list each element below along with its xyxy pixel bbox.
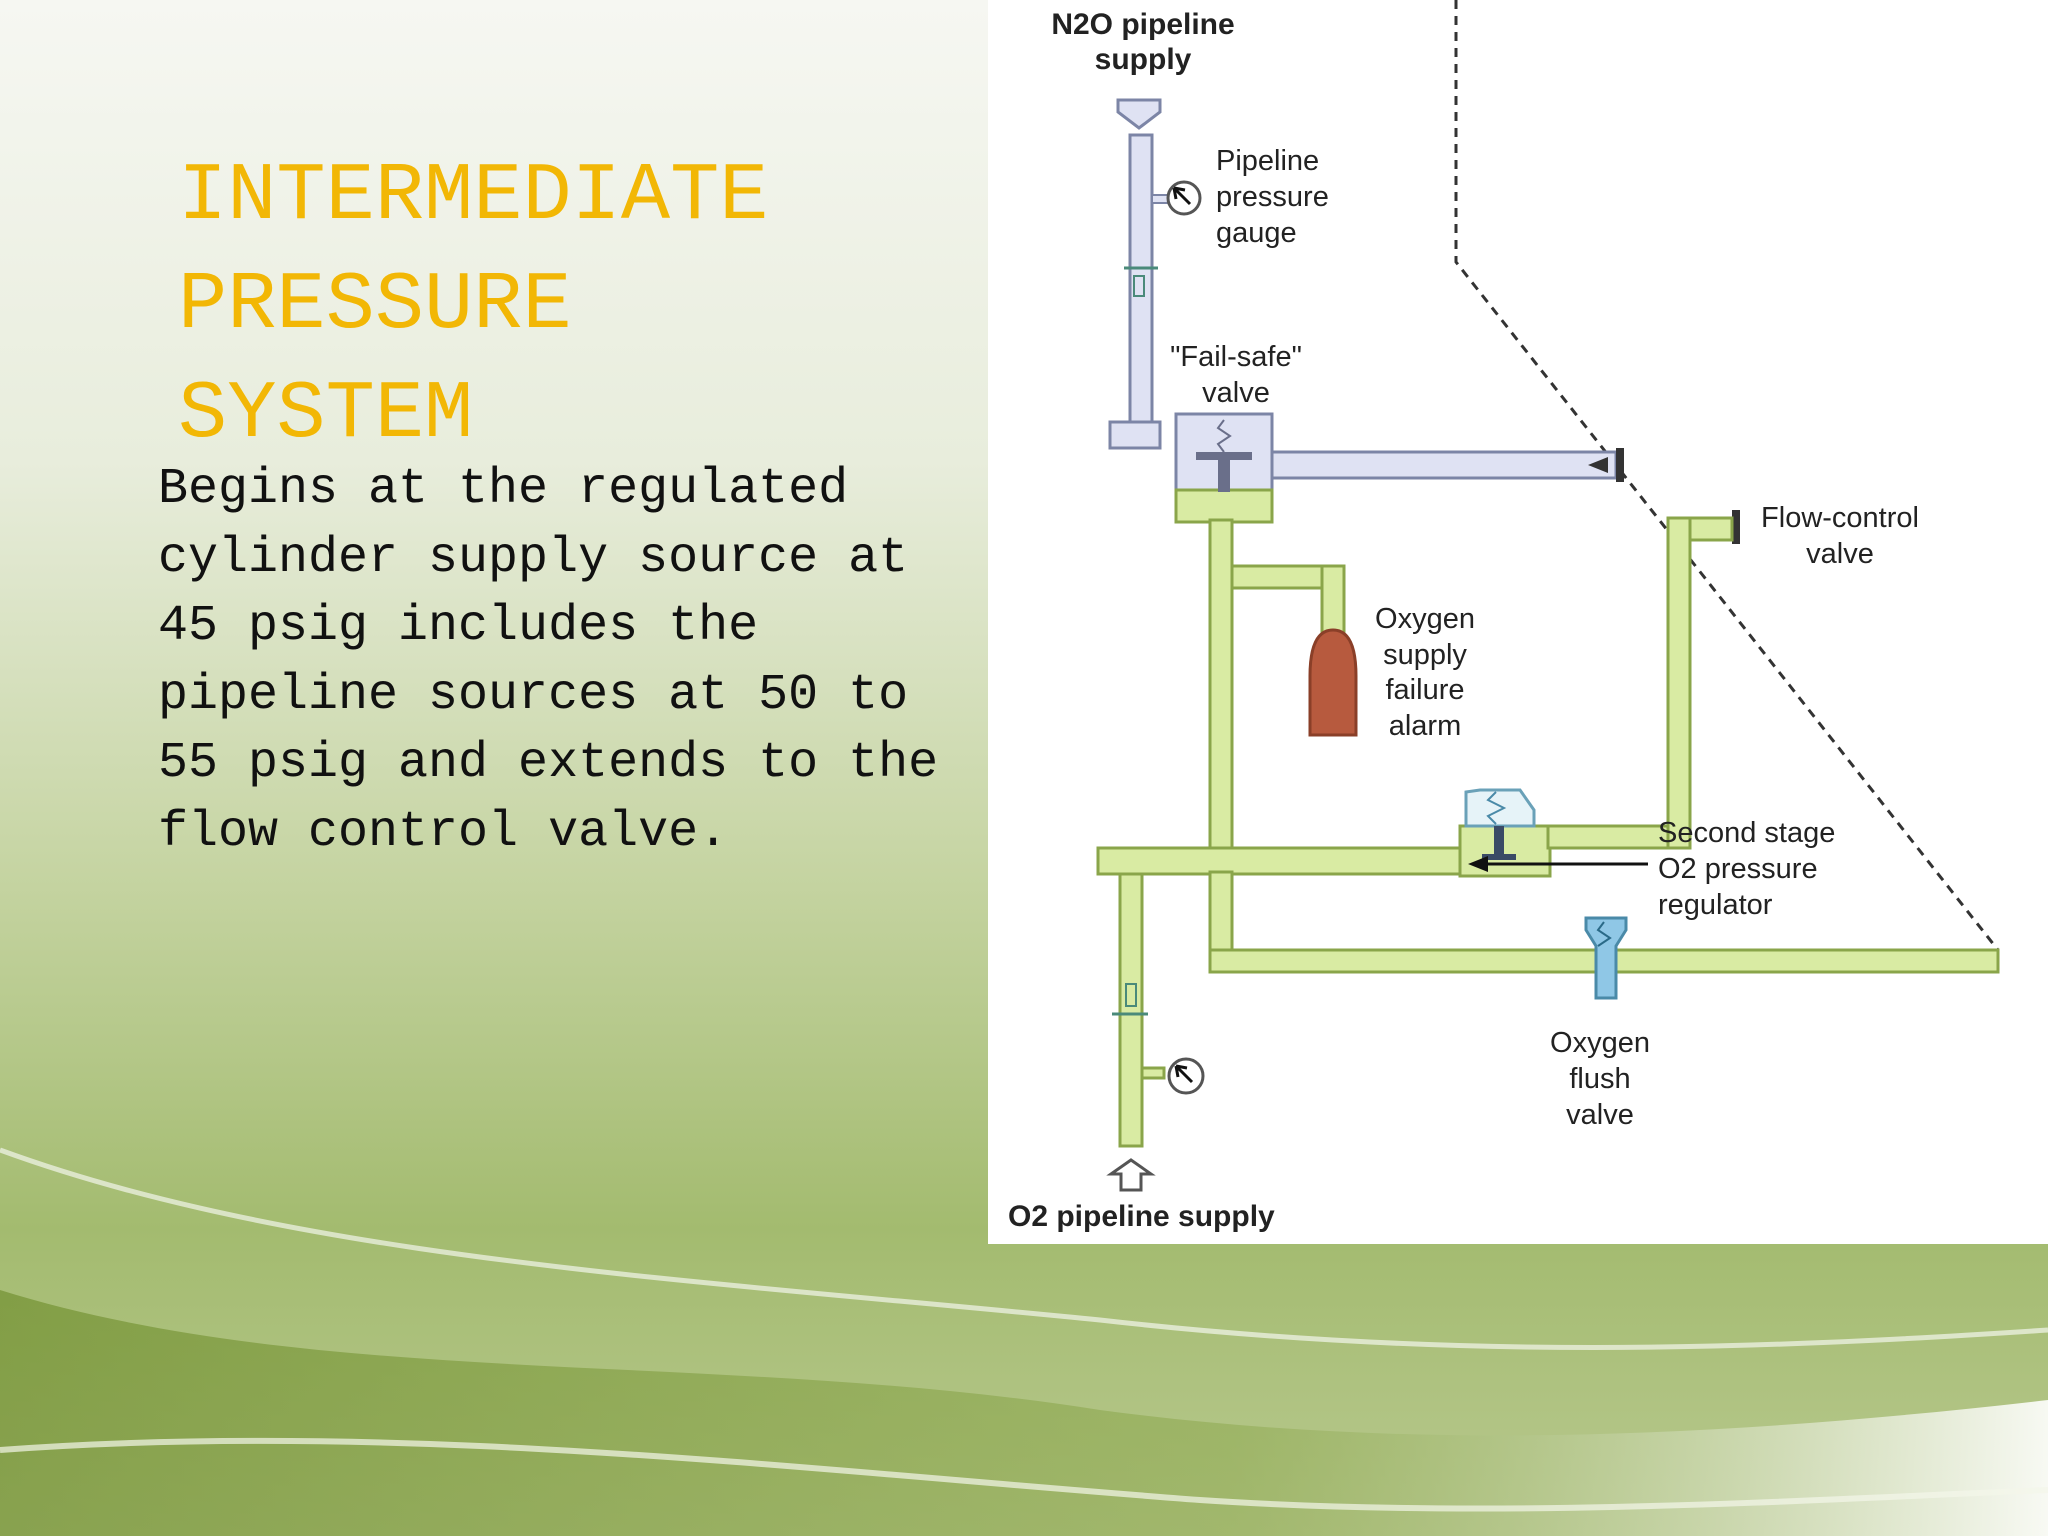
n2o-pipeline-supply-label: supply [1095, 43, 1192, 76]
slide-title: INTERMEDIATE PRESSURE SYSTEM [178, 142, 769, 469]
pipeline-pressure-gauge-label: pressure [1216, 181, 1329, 213]
oxygen-supply-failure-alarm-label: alarm [1389, 710, 1462, 742]
o2-inlet-arrow-icon [1106, 1158, 1156, 1192]
second-stage-regulator-label: Second stage [1658, 817, 1835, 849]
oxygen-flush-valve-label: flush [1569, 1063, 1630, 1095]
second-stage-regulator-label: O2 pressure [1658, 853, 1818, 885]
n2o-flow-control-valve-icon [1588, 448, 1624, 482]
o2-pipeline-gauge-icon [1167, 1057, 1205, 1095]
slide-body-text: Begins at the regulated cylinder supply … [158, 461, 939, 861]
oxygen-supply-failure-alarm-label: supply [1383, 639, 1467, 671]
second-stage-regulator-label: regulator [1658, 889, 1773, 921]
o2-pipeline-supply-label: O2 pipeline supply [1008, 1200, 1275, 1233]
oxygen-flush-valve-icon [1584, 916, 1628, 1000]
diagram-canvas: N2O pipeline supply Pipeline pressure ga… [1008, 0, 2000, 1233]
flow-control-valve-label: Flow-control [1761, 502, 1919, 534]
pipeline-pressure-gauge-label: gauge [1216, 217, 1297, 249]
pipeline-gauge-icon [1151, 180, 1202, 216]
oxygen-flush-valve-label: valve [1566, 1099, 1634, 1131]
fail-safe-valve-icon [1174, 412, 1274, 524]
n2o-inlet-arrow-icon [1116, 98, 1162, 130]
fail-safe-valve-label: "Fail-safe" [1170, 341, 1302, 373]
oxygen-supply-failure-alarm-icon [1308, 628, 1358, 737]
oxygen-flush-valve-label: Oxygen [1550, 1027, 1650, 1059]
oxygen-supply-failure-alarm-label: Oxygen [1375, 603, 1475, 635]
check-valve-icon [1124, 266, 1158, 297]
second-stage-regulator-icon [1464, 788, 1536, 860]
fail-safe-valve-label: valve [1202, 377, 1270, 409]
oxygen-supply-failure-alarm-label: failure [1386, 674, 1465, 706]
o2-check-valve-icon [1112, 983, 1148, 1016]
title-line: SYSTEM [178, 368, 474, 461]
pressure-system-diagram: N2O pipeline supply Pipeline pressure ga… [988, 0, 2048, 1244]
n2o-pipeline-supply-label: N2O pipeline [1051, 8, 1234, 41]
flow-control-valve-label: valve [1806, 538, 1874, 570]
o2-pipe [1096, 516, 2000, 1148]
title-line: INTERMEDIATE [178, 150, 769, 243]
title-line: PRESSURE [178, 259, 572, 352]
pipeline-pressure-gauge-label: Pipeline [1216, 145, 1319, 177]
machine-boundary-line [1454, 0, 2000, 951]
regulator-pointer-arrow-icon [1468, 856, 1648, 872]
